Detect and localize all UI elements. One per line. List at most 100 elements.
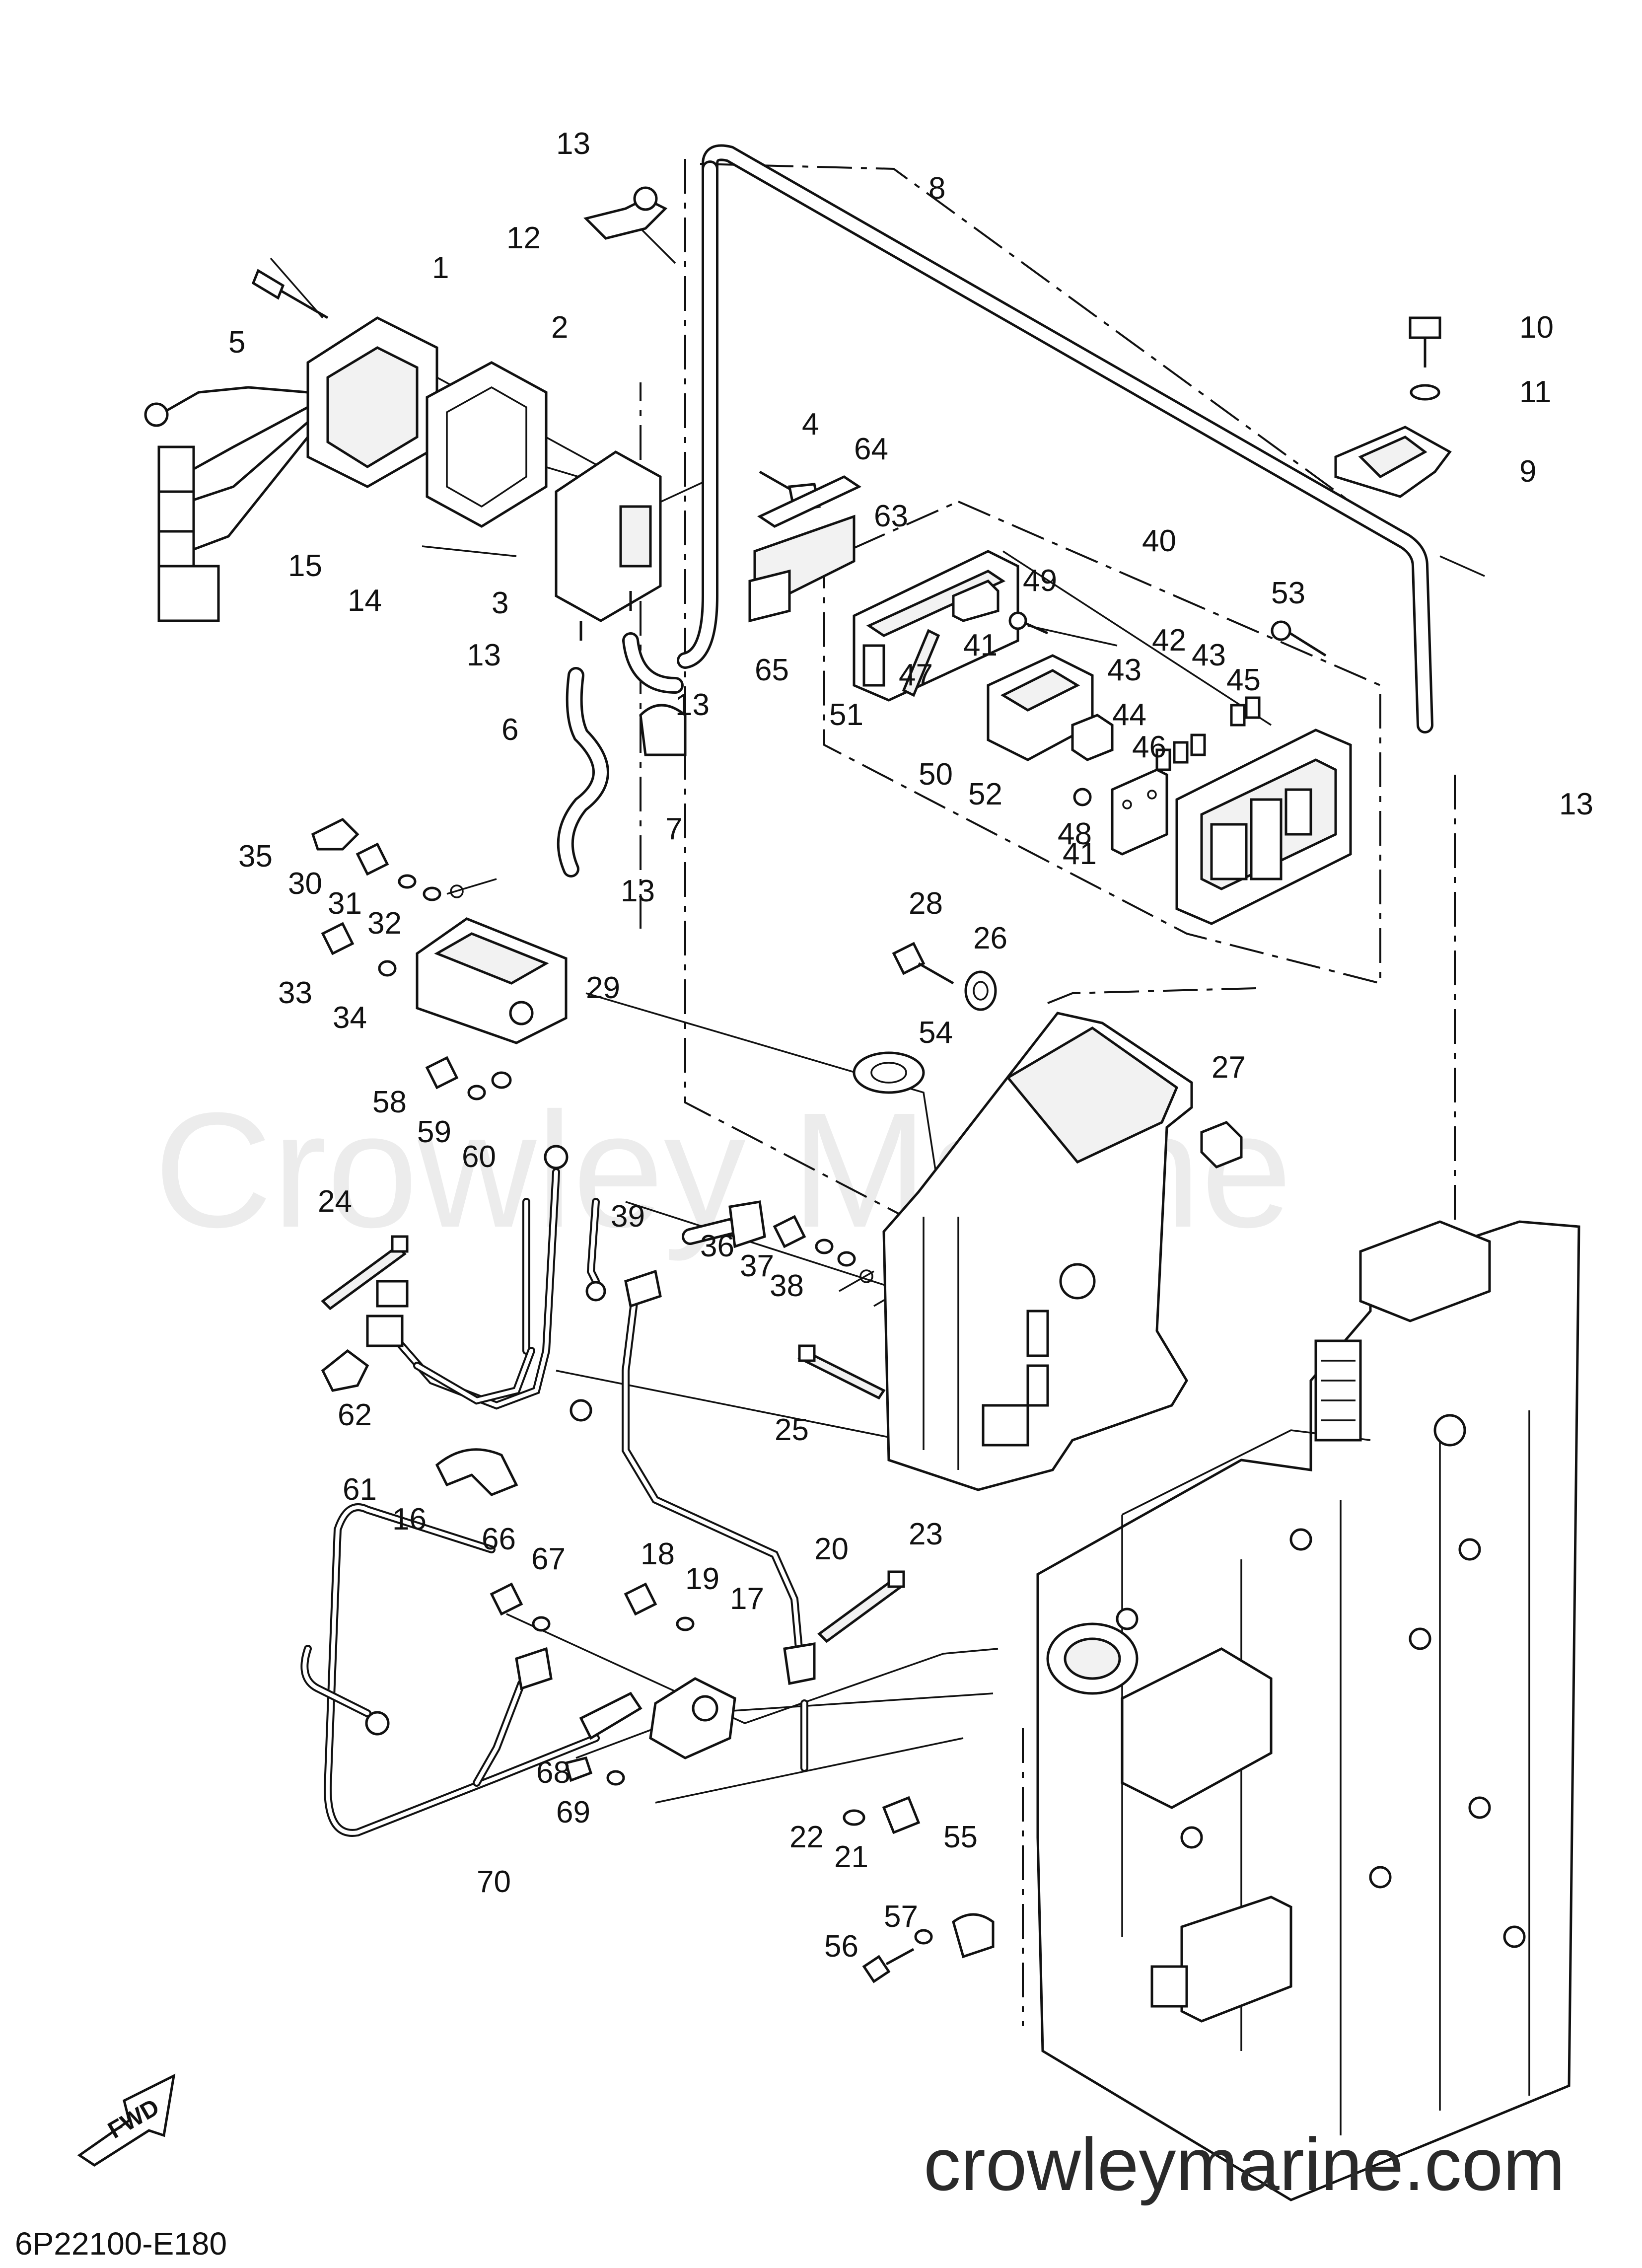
part-number: 29 [586,971,620,1005]
part-number: 60 [462,1140,496,1174]
mount-50 [987,654,1094,761]
part-number: 9 [1519,454,1536,489]
fasteners-30-35 [311,817,497,977]
part-number: 61 [343,1472,377,1507]
clamp-7 [639,704,687,756]
seal-65 [748,569,791,623]
part-number: 22 [789,1820,824,1854]
part-number-labels: 1 2 3 4 5 6 7 8 9 10 11 12 13 13 13 13 1… [228,127,1593,1964]
cable-70 [300,1503,643,1837]
part-number: 62 [338,1398,372,1432]
part-number: 3 [492,586,508,620]
part-number: 8 [928,171,945,206]
part-number: 41 [963,628,998,662]
part-number: 38 [770,1269,804,1303]
part-number: 41 [1063,837,1097,871]
part-number: 15 [288,549,322,583]
part-number: 28 [909,886,943,921]
part-number: 23 [909,1517,943,1551]
part-number: 11 [1519,375,1551,409]
part-number: 67 [531,1542,566,1576]
screw-49 [1008,611,1049,635]
part-number: 16 [392,1502,427,1536]
part-number: 65 [755,653,789,687]
tie-20 [817,1570,905,1643]
bracket-46 [1111,768,1168,856]
bracket-3 [555,450,662,641]
block-52 [1071,714,1114,761]
part-number: 27 [1212,1050,1246,1085]
terminals-42-46 [1155,696,1261,771]
clip-41-a [952,580,999,622]
part-number: 37 [740,1249,774,1283]
part-number: 63 [874,499,908,533]
fasteners-66-69 [490,1582,625,1786]
website-text: crowleymarine.com [924,2122,1565,2206]
part-number: 55 [943,1820,978,1854]
part-number: 13 [467,638,501,672]
seal-64 [757,475,862,528]
tie-24 [321,1235,409,1311]
collar-27 [1200,1121,1243,1169]
part-number: 56 [824,1929,858,1964]
part-number: 49 [1023,564,1057,598]
part-number: 70 [477,1865,511,1899]
part-number: 26 [973,921,1007,955]
unit-1 [144,316,438,622]
part-number: 48 [1058,817,1092,851]
bolt-28 [892,942,954,985]
part-number: 36 [700,1229,734,1263]
harness-61 [366,1145,606,1410]
part-number: 14 [348,584,382,618]
part-number: 69 [556,1795,590,1829]
part-number: 2 [551,310,568,345]
part-number: 19 [685,1562,719,1596]
strap-47 [902,629,940,697]
tie-25 [797,1344,886,1400]
part-number: 42 [1152,623,1186,658]
part-number: 53 [1271,576,1305,610]
part-number: 39 [611,1199,645,1234]
part-number: 13 [556,127,590,161]
part-number: 12 [506,221,541,255]
part-number: 54 [919,1016,953,1050]
part-number: 18 [641,1537,675,1571]
screw-48 [1073,788,1092,806]
cable-main [570,1269,816,1772]
clip-62 [321,1349,369,1392]
part-number: 45 [1226,663,1261,697]
part-number: 59 [417,1115,451,1149]
grommet-54 [853,1051,925,1094]
part-number: 13 [621,874,655,908]
part-number: 33 [278,976,312,1010]
part-number: 13 [675,688,710,722]
bracket-23 [882,1012,1193,1491]
part-number: 68 [536,1756,571,1790]
part-number: 43 [1107,653,1142,687]
bracket-9 [1334,426,1452,498]
part-number: 57 [884,1900,918,1934]
part-number: 52 [968,777,1002,811]
washer-11 [1410,384,1440,401]
grommet-26 [964,970,997,1011]
hose-6 [557,632,684,878]
part-number: 25 [775,1413,809,1447]
part-number: 44 [1112,698,1146,732]
part-number: 10 [1519,310,1554,345]
part-number: 7 [665,812,682,846]
part-number: 64 [854,432,888,466]
terminal-17 [649,1677,736,1759]
part-number: 21 [834,1840,868,1874]
engine-block [1036,1220,1580,2201]
part-number: 17 [730,1582,764,1616]
part-number: 40 [1142,524,1176,558]
hose-8 [677,144,1433,733]
part-number: 31 [328,886,362,921]
part-number: 50 [919,757,953,792]
part-number: 43 [1192,638,1226,672]
part-number: 20 [814,1532,849,1566]
screw-53 [1271,620,1327,657]
part-number: 34 [333,1001,367,1035]
clamp-55 [952,1913,995,1959]
